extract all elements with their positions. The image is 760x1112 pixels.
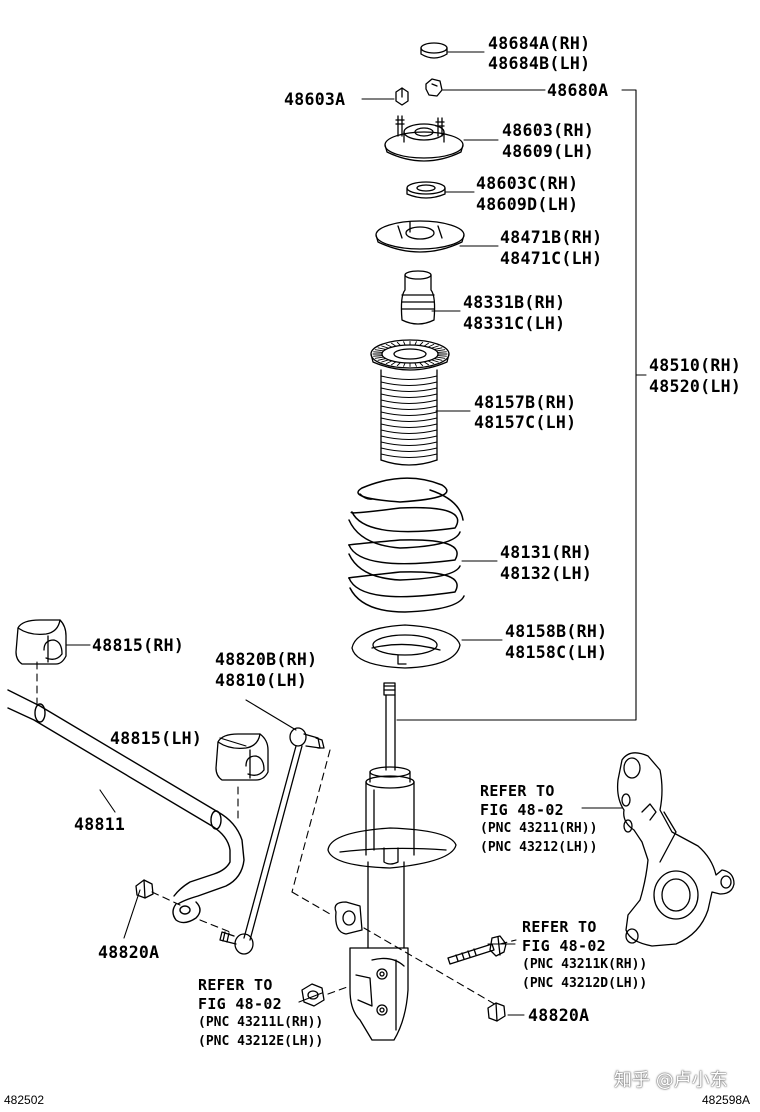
refer-knuckle-pnc2: (PNC 43212(LH)) [480,840,598,855]
label-48157c: 48157C(LH) [474,413,577,432]
bearing [406,181,446,199]
refer-nut-pnc2: (PNC 43212E(LH)) [198,1034,324,1049]
refer-nut-line1: REFER TO [198,976,273,994]
label-48684a: 48684A(RH) [488,34,591,53]
label-48331b: 48331B(RH) [463,293,566,312]
label-48471b: 48471B(RH) [500,228,603,247]
nut-43211l [301,983,325,1007]
label-48609: 48609(LH) [502,142,595,161]
top-nut [425,78,443,97]
label-48810: 48810(LH) [215,671,308,690]
label-48811: 48811 [74,815,126,834]
leader-lines [65,51,647,1016]
upper-spring-seat [375,220,465,253]
refer-bolt-pnc1: (PNC 43211K(RH)) [522,957,648,972]
seat-ticks [372,341,448,367]
lower-insulator [351,624,461,669]
label-48510: 48510(RH) [649,356,742,375]
label-48609d: 48609D(LH) [476,195,579,214]
dust-cap [420,42,448,59]
dust-boot [370,339,450,466]
label-48820a-bottom: 48820A [528,1006,590,1025]
footer-left-code: 482502 [4,1093,45,1107]
label-48471c: 48471C(LH) [500,249,603,268]
refer-bolt-line2: FIG 48-02 [522,937,606,955]
refer-knuckle-line1: REFER TO [480,782,555,800]
nut-48603a [395,87,409,106]
shock-absorber [327,682,457,1041]
label-48158b: 48158B(RH) [505,622,608,641]
label-48157b: 48157B(RH) [474,393,577,412]
stabilizer-link [219,727,325,955]
label-48820a-left: 48820A [98,943,160,962]
label-48680a: 48680A [547,81,609,100]
label-48603: 48603(RH) [502,121,595,140]
refer-nut-pnc1: (PNC 43211L(RH)) [198,1015,324,1030]
bushing-rh [15,619,67,665]
watermark: 知乎 @卢小东 [614,1070,728,1091]
label-48815-rh: 48815(RH) [92,636,185,655]
support-mount [384,115,464,162]
nut-48820a-left [135,879,154,899]
footer-right-code: 482598A [702,1093,751,1107]
label-48603c: 48603C(RH) [476,174,579,193]
label-48684b: 48684B(LH) [488,54,591,73]
dust-boot-ribs [380,375,438,458]
label-48132: 48132(LH) [500,564,593,583]
refer-nut-line2: FIG 48-02 [198,995,282,1013]
stabilizer-bar [7,689,245,924]
nut-48820a-bottom [487,1002,506,1022]
label-48158c: 48158C(LH) [505,643,608,662]
label-48815-lh: 48815(LH) [110,729,203,748]
bound-stopper [400,270,436,325]
label-48603a: 48603A [284,90,346,109]
refer-bolt-pnc2: (PNC 43212D(LH)) [522,976,648,991]
refer-knuckle-pnc1: (PNC 43211(RH)) [480,821,598,836]
coil-spring [348,477,465,613]
dashed-lines [36,661,517,1007]
label-48820b: 48820B(RH) [215,650,318,669]
bushing-lh [215,733,269,781]
label-48520: 48520(LH) [649,377,742,396]
label-48131: 48131(RH) [500,543,593,562]
refer-bolt-line1: REFER TO [522,918,597,936]
label-48331c: 48331C(LH) [463,314,566,333]
knuckle-bolt [447,935,507,965]
steering-knuckle [616,752,735,947]
refer-knuckle-line2: FIG 48-02 [480,801,564,819]
